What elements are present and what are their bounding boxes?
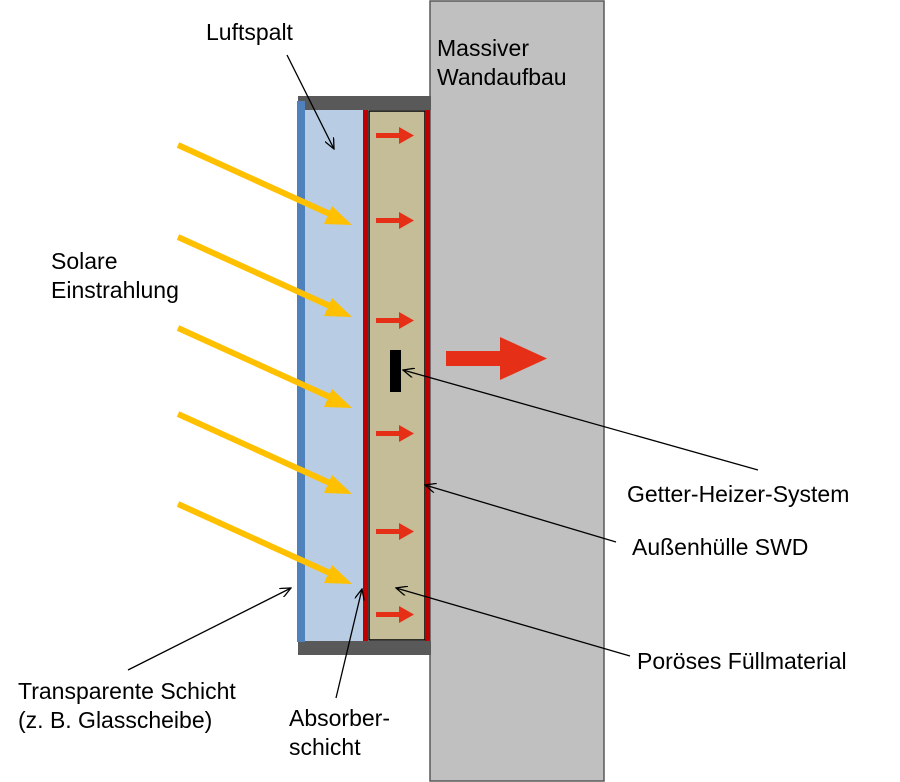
bottom-frame bbox=[298, 641, 431, 655]
heat-arrow-icon bbox=[376, 425, 414, 442]
heat-arrow-icon bbox=[376, 127, 414, 144]
heat-arrow-icon bbox=[376, 312, 414, 329]
leader-air-gap bbox=[286, 54, 334, 149]
label-massive-wall: Massiver Wandaufbau bbox=[437, 34, 567, 93]
label-air-gap: Luftspalt bbox=[206, 19, 293, 45]
label-absorber-layer-line1: Absorber- bbox=[289, 705, 390, 731]
label-transparent-layer: Transparente Schicht (z. B. Glasscheibe) bbox=[18, 677, 236, 736]
label-massive-wall-line2: Wandaufbau bbox=[437, 64, 567, 91]
outer-envelope bbox=[425, 110, 430, 641]
solar-ray-icon bbox=[176, 142, 352, 225]
label-solar-radiation-line2: Einstrahlung bbox=[51, 277, 179, 304]
label-solar-radiation-line1: Solare bbox=[51, 248, 118, 274]
air-gap bbox=[305, 110, 363, 641]
label-transparent-layer-line1: Transparente Schicht bbox=[18, 678, 236, 704]
solar-ray-icon bbox=[176, 411, 352, 494]
solar-ray-icon bbox=[176, 234, 352, 317]
solar-ray-icon bbox=[176, 501, 352, 584]
leader-getter bbox=[403, 370, 759, 471]
heat-arrows bbox=[376, 127, 414, 623]
heat-arrow-icon bbox=[376, 523, 414, 540]
leader-envelope bbox=[425, 485, 617, 543]
absorber-layer bbox=[363, 110, 368, 641]
label-absorber-layer: Absorber- schicht bbox=[289, 704, 390, 763]
leader-lines bbox=[127, 54, 759, 699]
label-outer-envelope: Außenhülle SWD bbox=[632, 534, 809, 560]
solar-rays bbox=[176, 142, 352, 584]
solar-ray-icon bbox=[176, 325, 352, 408]
label-transparent-layer-line2: (z. B. Glasscheibe) bbox=[18, 707, 213, 734]
label-solar-radiation: Solare Einstrahlung bbox=[51, 247, 179, 306]
label-absorber-layer-line2: schicht bbox=[289, 734, 361, 761]
glass-pane bbox=[297, 101, 305, 642]
label-massive-wall-line1: Massiver bbox=[437, 35, 530, 61]
label-porous-filling: Poröses Füllmaterial bbox=[637, 648, 847, 674]
top-frame bbox=[298, 96, 431, 110]
heat-arrow-icon bbox=[376, 212, 414, 229]
leader-absorber bbox=[335, 589, 362, 699]
getter-heater-element bbox=[390, 350, 401, 392]
leader-filling bbox=[396, 588, 631, 657]
leader-transparent bbox=[127, 588, 291, 671]
heat-arrow-icon bbox=[376, 606, 414, 623]
massive-wall bbox=[429, 0, 605, 782]
label-getter-heater: Getter-Heizer-System bbox=[627, 481, 850, 507]
heat-flow-arrow-icon bbox=[446, 337, 547, 380]
